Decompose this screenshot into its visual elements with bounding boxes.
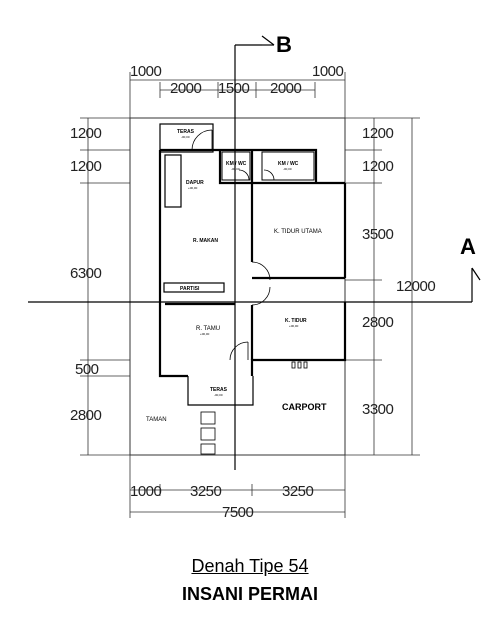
room-k-tidur-elev: +00,00 (289, 324, 299, 328)
caption: Denah Tipe 54 INSANI PERMAI (0, 556, 500, 605)
top-dim-c: 2000 (270, 80, 302, 97)
plan-title: Denah Tipe 54 (191, 556, 309, 576)
room-dapur: DAPUR (186, 180, 204, 186)
right-dim-4: 2800 (362, 314, 394, 331)
right-dim-5: 3300 (362, 401, 394, 418)
plan-subtitle: INSANI PERMAI (181, 584, 318, 604)
left-dim-2: 1200 (70, 158, 102, 175)
left-dim-5: 2800 (70, 407, 102, 424)
right-dim-3: 3500 (362, 226, 394, 243)
room-partisi: PARTISI (180, 286, 200, 292)
doors (191, 129, 275, 361)
room-k-tidur-utama: K. TIDUR UTAMA (274, 229, 322, 235)
bottom-dimensions (129, 455, 346, 518)
room-r-tamu-elev: +00,00 (200, 332, 210, 336)
right-dim-1: 1200 (362, 125, 394, 142)
left-dim-3: 6300 (70, 265, 102, 282)
top-dimensions (129, 72, 346, 118)
room-km-wc-1: KM / WC (226, 161, 247, 167)
section-label-a: A (460, 234, 476, 259)
right-dim-2: 1200 (362, 158, 394, 175)
top-dim-b: 1500 (218, 80, 250, 97)
room-carport: CARPORT (282, 402, 327, 412)
site-boundary (129, 117, 346, 456)
room-km-wc-2: KM / WC (278, 161, 299, 167)
carport-posts (291, 361, 308, 369)
room-teras-bottom-elev: -00,00 (214, 393, 223, 397)
section-line-b (234, 35, 275, 470)
left-dim-1: 1200 (70, 125, 102, 142)
right-dim-total: 12000 (396, 278, 435, 295)
bottom-dim-c: 3250 (282, 483, 314, 500)
room-teras-top-elev: -00,00 (181, 135, 190, 139)
room-r-tamu: R. TAMU (196, 326, 220, 332)
stepping-stones (200, 411, 216, 455)
top-dim-right: 1000 (312, 63, 344, 80)
section-label-b: B (276, 32, 292, 57)
bottom-dim-total: 7500 (222, 504, 254, 521)
room-dapur-elev: +00,00 (188, 186, 198, 190)
room-k-tidur: K. TIDUR (285, 318, 307, 324)
room-km-wc-2-elev: -00,00 (283, 167, 292, 171)
top-dim-a: 2000 (170, 80, 202, 97)
walls (158, 123, 347, 406)
bottom-dim-b: 3250 (190, 483, 222, 500)
room-r-makan: R. MAKAN (193, 238, 218, 244)
section-line-a (28, 267, 481, 303)
bottom-dim-a: 1000 (130, 483, 162, 500)
top-dim-left: 1000 (130, 63, 162, 80)
room-taman: TAMAN (146, 417, 167, 423)
left-dim-4: 500 (75, 361, 99, 378)
room-teras-top: TERAS (177, 129, 195, 135)
room-teras-bottom: TERAS (210, 387, 228, 393)
room-km-wc-1-elev: -00,00 (231, 167, 240, 171)
left-dimensions (80, 117, 130, 456)
right-dimensions (345, 117, 420, 456)
